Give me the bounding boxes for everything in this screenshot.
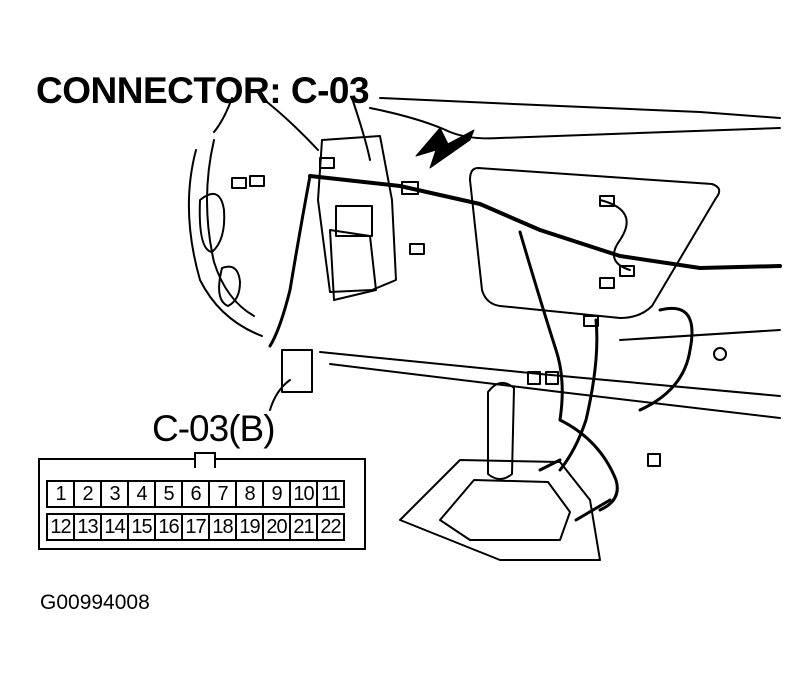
pin-21: 21 xyxy=(289,513,318,541)
pin-15: 15 xyxy=(127,513,156,541)
small-connector-7 xyxy=(599,277,615,289)
pin-13: 13 xyxy=(73,513,102,541)
small-connector-11 xyxy=(545,371,559,385)
pin-row-bottom: 12 13 14 15 16 17 18 19 20 21 22 xyxy=(46,513,345,541)
console-inner xyxy=(439,479,571,541)
small-connector-10 xyxy=(527,371,541,385)
pin-row-top: 1 2 3 4 5 6 7 8 9 10 11 xyxy=(46,480,345,508)
connector-pinout: 1 2 3 4 5 6 7 8 9 10 11 12 13 14 15 16 1… xyxy=(38,452,366,550)
dashboard-lower-edge-2 xyxy=(329,363,781,419)
dashboard-upper-contour xyxy=(369,107,781,140)
harness-branch-right xyxy=(518,230,564,422)
glovebox-outline xyxy=(469,167,721,319)
center-panel xyxy=(317,135,397,293)
pin-7: 7 xyxy=(208,480,237,508)
c03-label-leader xyxy=(269,379,291,411)
pin-8: 8 xyxy=(235,480,264,508)
control-module xyxy=(335,205,373,237)
instrument-hood xyxy=(187,149,263,337)
main-harness xyxy=(308,174,782,270)
pin-18: 18 xyxy=(208,513,237,541)
small-connector-8 xyxy=(619,265,635,277)
pin-1: 1 xyxy=(46,480,75,508)
dashboard-top-edge xyxy=(379,97,781,119)
small-connector-4 xyxy=(401,181,419,195)
pin-11: 11 xyxy=(316,480,345,508)
pointer-lines xyxy=(213,97,371,161)
harness-branch-left xyxy=(268,174,312,348)
center-console xyxy=(399,459,601,561)
dashboard-right-edge xyxy=(619,329,781,341)
harness-glovebox xyxy=(599,199,631,271)
pin-16: 16 xyxy=(154,513,183,541)
harness-branch-center xyxy=(558,318,599,472)
harness-console xyxy=(558,418,619,512)
small-connector-12 xyxy=(647,453,661,467)
instrument-hood-inner xyxy=(206,139,255,317)
connector-title: CONNECTOR: C-03 xyxy=(36,70,370,111)
pin-19: 19 xyxy=(235,513,264,541)
figure-id: G00994008 xyxy=(40,591,150,614)
pointer-arrow xyxy=(415,127,475,169)
pin-2: 2 xyxy=(73,480,102,508)
small-connector-2 xyxy=(249,175,265,187)
pin-3: 3 xyxy=(100,480,129,508)
ground-terminal xyxy=(713,347,727,361)
pin-6: 6 xyxy=(181,480,210,508)
pin-9: 9 xyxy=(262,480,291,508)
pin-22: 22 xyxy=(316,513,345,541)
dashboard-lower-edge xyxy=(319,351,781,397)
pin-14: 14 xyxy=(100,513,129,541)
pin-20: 20 xyxy=(262,513,291,541)
small-connector-5 xyxy=(409,243,425,255)
pin-5: 5 xyxy=(154,480,183,508)
harness-floor xyxy=(538,458,612,522)
pin-17: 17 xyxy=(181,513,210,541)
harness-loop-right xyxy=(638,307,694,412)
connector-key xyxy=(194,452,216,468)
shift-lever xyxy=(487,381,515,480)
small-connector-1 xyxy=(231,177,247,189)
pin-4: 4 xyxy=(127,480,156,508)
pin-12: 12 xyxy=(46,513,75,541)
small-connector-3 xyxy=(319,157,335,169)
small-connector-9 xyxy=(583,315,599,327)
center-bracket xyxy=(329,229,377,301)
side-vent xyxy=(198,192,226,253)
small-connector-6 xyxy=(599,195,615,207)
c03-connector-body xyxy=(281,349,313,393)
pin-10: 10 xyxy=(289,480,318,508)
side-vent-2 xyxy=(218,265,241,307)
connector-view-label: C-03(B) xyxy=(152,408,276,449)
